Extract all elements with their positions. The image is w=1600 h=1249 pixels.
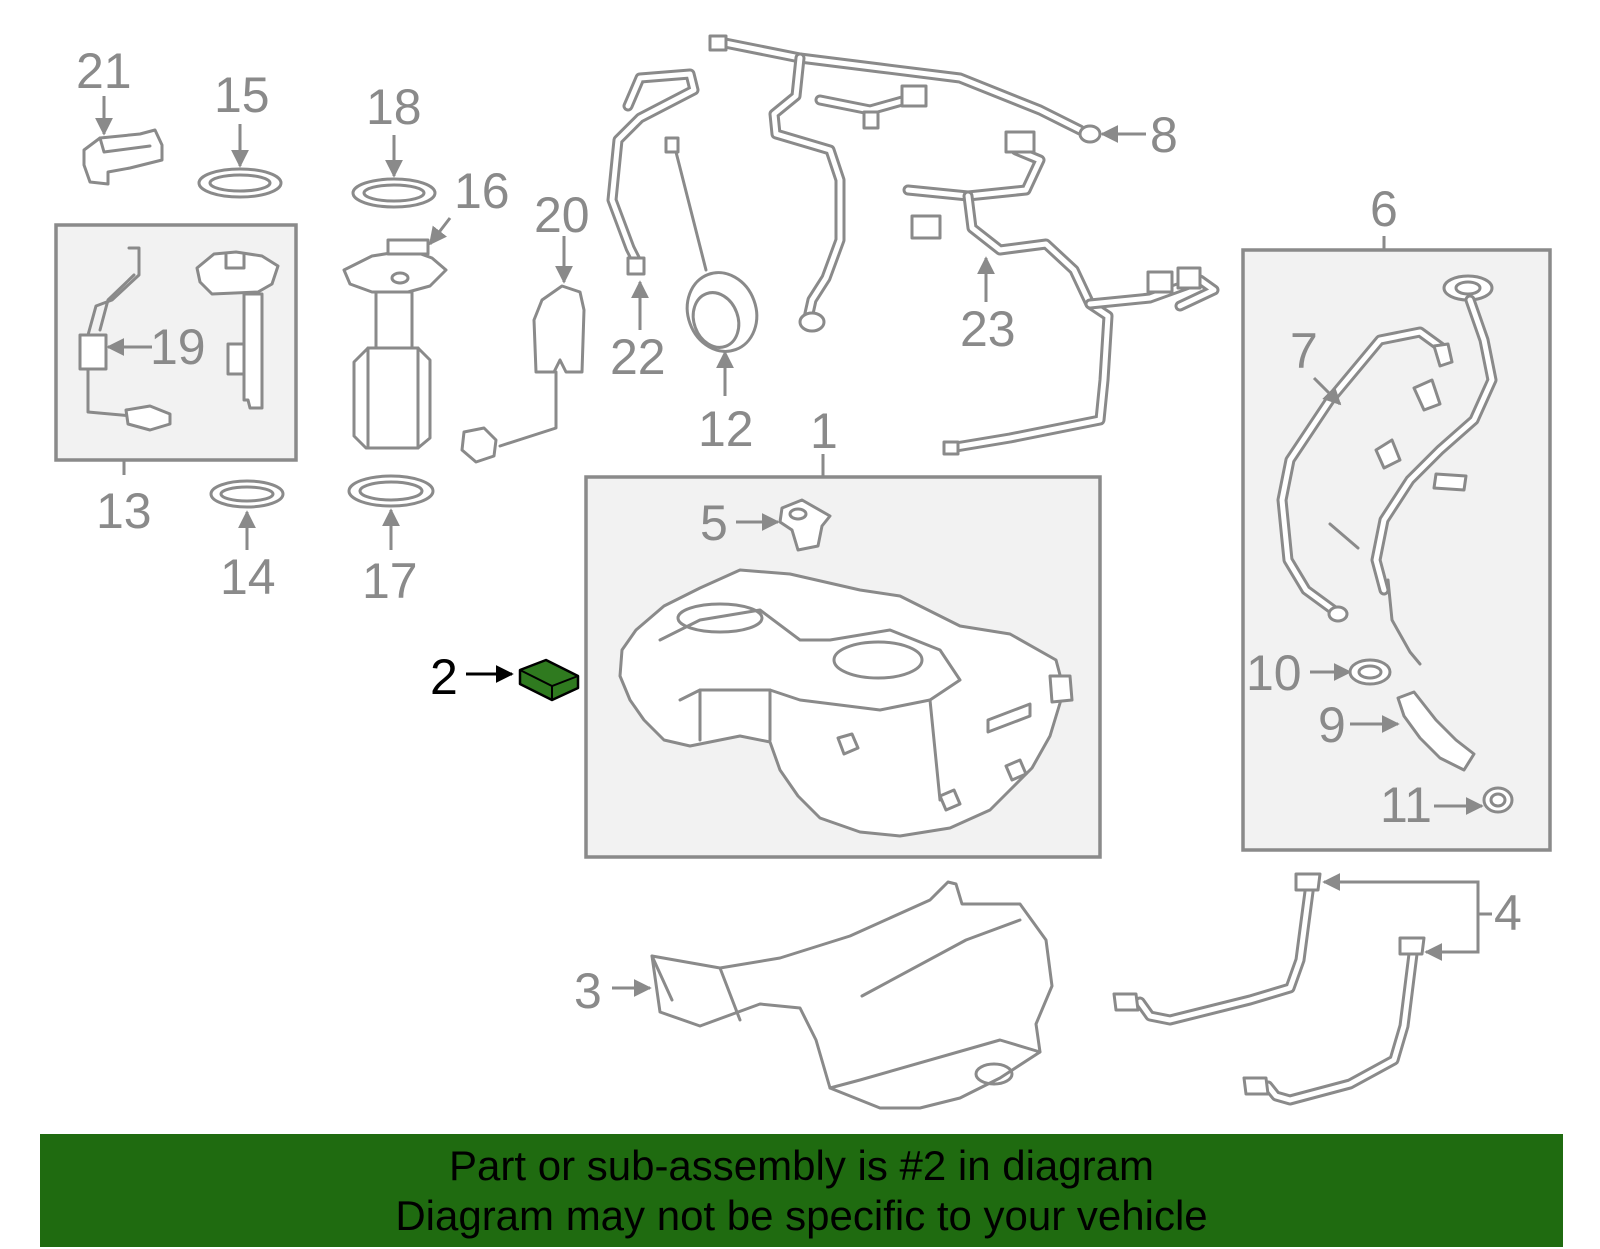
part-15-ring — [197, 167, 283, 199]
part-21-bracket — [82, 128, 164, 186]
callout-1: 1 — [810, 403, 838, 459]
part-10-clamp — [1348, 658, 1392, 686]
part-16-pump-module — [342, 238, 448, 450]
callout-5: 5 — [700, 495, 728, 551]
callout-labels: 21 15 18 16 20 19 13 14 17 22 12 8 23 6 … — [76, 43, 1522, 1019]
part-14-ring — [209, 479, 285, 509]
banner-line-disclaimer: Diagram may not be specific to your vehi… — [395, 1191, 1208, 1239]
callout-2: 2 — [430, 649, 458, 705]
part-2-pad-highlight — [518, 658, 580, 702]
group-box-6 — [1241, 248, 1552, 852]
callout-16: 16 — [454, 163, 510, 219]
callout-22: 22 — [610, 329, 666, 385]
part-4-straps — [1112, 872, 1426, 1106]
callout-19: 19 — [150, 319, 206, 375]
callout-18: 18 — [366, 79, 422, 135]
part-7-vent-tube — [1276, 326, 1454, 623]
part-3-shield — [650, 880, 1054, 1110]
part-12-cap — [664, 136, 759, 353]
callout-3: 3 — [574, 963, 602, 1019]
callout-15: 15 — [214, 67, 270, 123]
part-13-sender — [78, 246, 280, 432]
callout-21: 21 — [76, 43, 132, 99]
callout-9: 9 — [1318, 697, 1346, 753]
callout-20: 20 — [534, 187, 590, 243]
part-9-hose — [1396, 690, 1476, 772]
callout-6: 6 — [1370, 181, 1398, 237]
part-6-filler-pipe — [1328, 274, 1498, 666]
part-5-valve — [778, 498, 832, 552]
part-18-ring — [351, 177, 437, 209]
callout-10: 10 — [1246, 645, 1302, 701]
callout-14: 14 — [220, 549, 276, 605]
part-22-hose — [606, 68, 700, 276]
part-11-clamp — [1482, 786, 1514, 814]
banner-line-part: Part or sub-assembly is #2 in diagram — [449, 1141, 1154, 1189]
callout-8: 8 — [1150, 107, 1178, 163]
callout-12: 12 — [698, 401, 754, 457]
callout-23: 23 — [960, 301, 1016, 357]
part-17-ring — [347, 474, 435, 508]
leader-lines — [95, 96, 1492, 997]
callout-17: 17 — [362, 553, 418, 609]
part-1-fuel-tank — [618, 568, 1074, 838]
info-banner: Part or sub-assembly is #2 in diagram Di… — [40, 1134, 1563, 1247]
callout-4: 4 — [1494, 885, 1522, 941]
part-20-level-sensor — [460, 284, 586, 464]
part-8-harness — [708, 34, 1102, 333]
part-23-harness — [902, 130, 1220, 456]
callout-11: 11 — [1380, 777, 1432, 833]
callout-7: 7 — [1290, 323, 1318, 379]
callout-13: 13 — [96, 483, 152, 539]
